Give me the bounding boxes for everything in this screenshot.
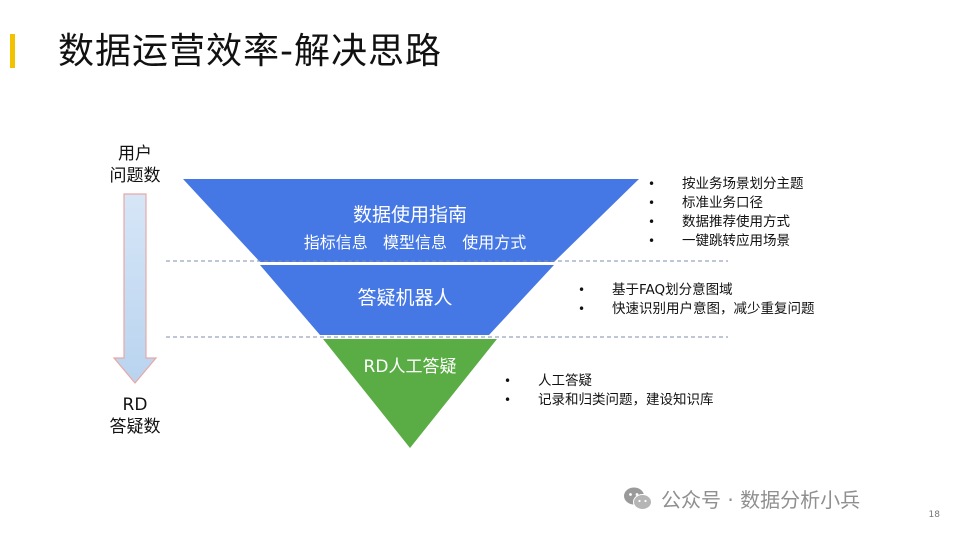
list-item: 人工答疑: [504, 372, 714, 391]
layer-3-bullets: 人工答疑 记录和归类问题，建设知识库: [504, 372, 714, 410]
list-item: 数据推荐使用方式: [648, 213, 804, 232]
wechat-icon: [624, 487, 652, 510]
rd-answers-label: RD 答疑数: [100, 394, 170, 438]
layer-3-title: RD人工答疑: [363, 357, 457, 377]
user-questions-label-line1: 用户: [118, 144, 152, 164]
user-questions-label-line2: 问题数: [109, 166, 161, 186]
list-item: 标准业务口径: [648, 194, 804, 213]
layer-3-shape: [323, 339, 497, 448]
title-accent-bar: [10, 34, 15, 68]
layer-1-title: 数据使用指南: [352, 204, 467, 226]
layer-2-bullets: 基于FAQ划分意图域 快速识别用户意图，减少重复问题: [578, 281, 815, 319]
list-item: 按业务场景划分主题: [648, 175, 804, 194]
layer-2-title: 答疑机器人: [357, 287, 453, 309]
layer-1-bullets: 按业务场景划分主题 标准业务口径 数据推荐使用方式 一键跳转应用场景: [648, 175, 804, 251]
rd-answers-label-line2: 答疑数: [109, 417, 161, 437]
rd-answers-label-line1: RD: [122, 395, 148, 415]
list-item: 记录和归类问题，建设知识库: [504, 391, 714, 410]
list-item: 基于FAQ划分意图域: [578, 281, 815, 300]
layer-1-subtitle: 指标信息 模型信息 使用方式: [303, 233, 527, 252]
user-questions-label: 用户 问题数: [100, 143, 170, 187]
list-item: 一键跳转应用场景: [648, 232, 804, 251]
layer-1-shape: [183, 179, 639, 262]
watermark-text: 公众号 · 数据分析小兵: [661, 488, 861, 512]
page-title: 数据运营效率-解决思路: [58, 31, 442, 72]
watermark: 公众号 · 数据分析小兵: [623, 484, 860, 513]
list-item: 快速识别用户意图，减少重复问题: [578, 300, 815, 319]
layer-2-shape: [260, 265, 554, 335]
page-number: 18: [928, 510, 940, 520]
